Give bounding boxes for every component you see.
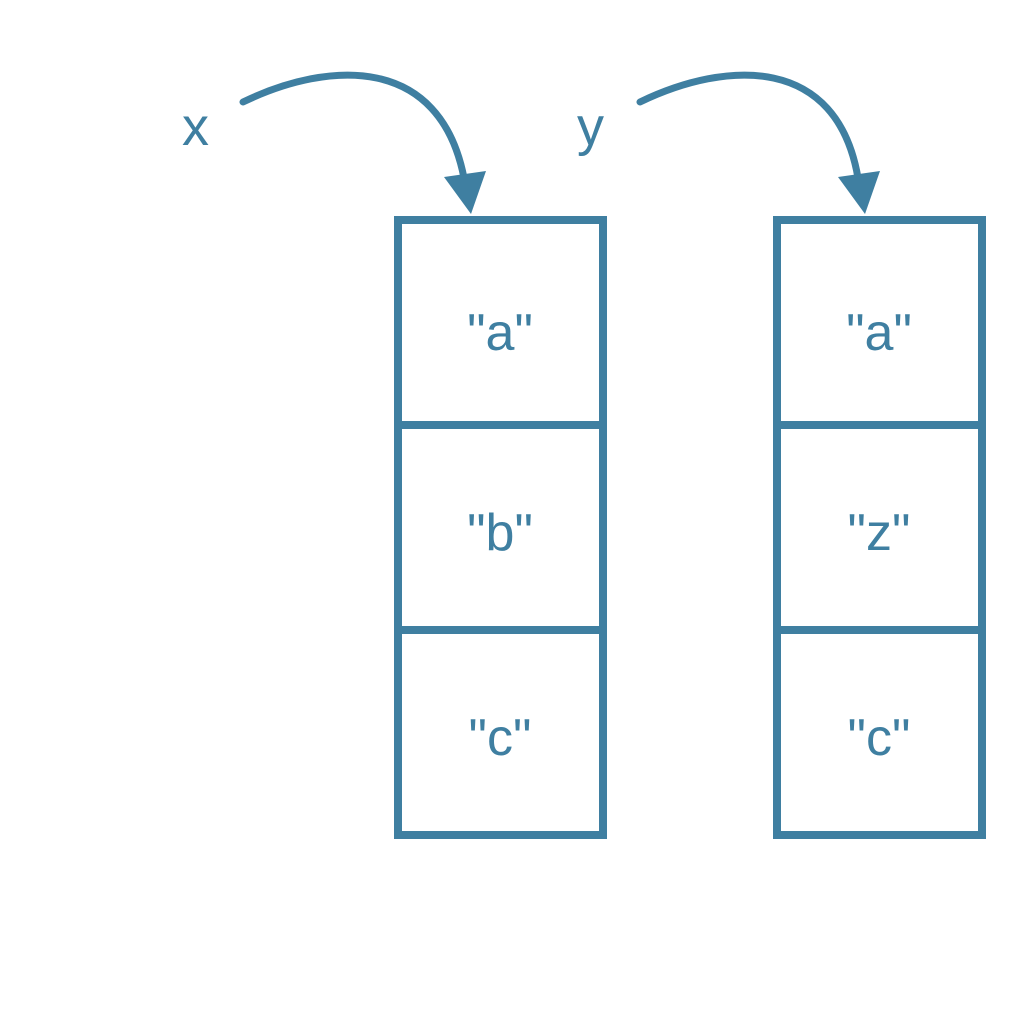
list-x: "a" "b" "c" <box>394 216 607 839</box>
list-y-cell-1: "z" <box>773 421 986 634</box>
list-x-cell-2: "c" <box>394 626 607 839</box>
arrow-x-to-list <box>239 71 468 182</box>
list-x-cell-0-value: "a" <box>467 304 533 362</box>
list-x-cell-1-value: "b" <box>467 504 533 562</box>
list-y-cell-0-value: "a" <box>846 304 912 362</box>
list-y: "a" "z" "c" <box>773 216 986 839</box>
variable-x-group: x <box>182 71 486 214</box>
arrow-y-to-list <box>636 71 862 182</box>
list-y-cell-2: "c" <box>773 626 986 839</box>
list-y-cell-2-value: "c" <box>848 709 911 767</box>
list-x-cell-1: "b" <box>394 421 607 634</box>
list-x-cell-2-value: "c" <box>469 709 532 767</box>
variable-x-label: x <box>182 97 209 157</box>
list-y-cell-1-value: "z" <box>848 504 911 562</box>
arrow-x-head-icon <box>444 171 486 214</box>
variable-y-label: y <box>577 97 604 157</box>
arrow-y-head-icon <box>838 171 880 214</box>
list-y-cell-0: "a" <box>773 216 986 429</box>
list-x-cell-0: "a" <box>394 216 607 429</box>
variable-y-group: y <box>577 71 880 214</box>
